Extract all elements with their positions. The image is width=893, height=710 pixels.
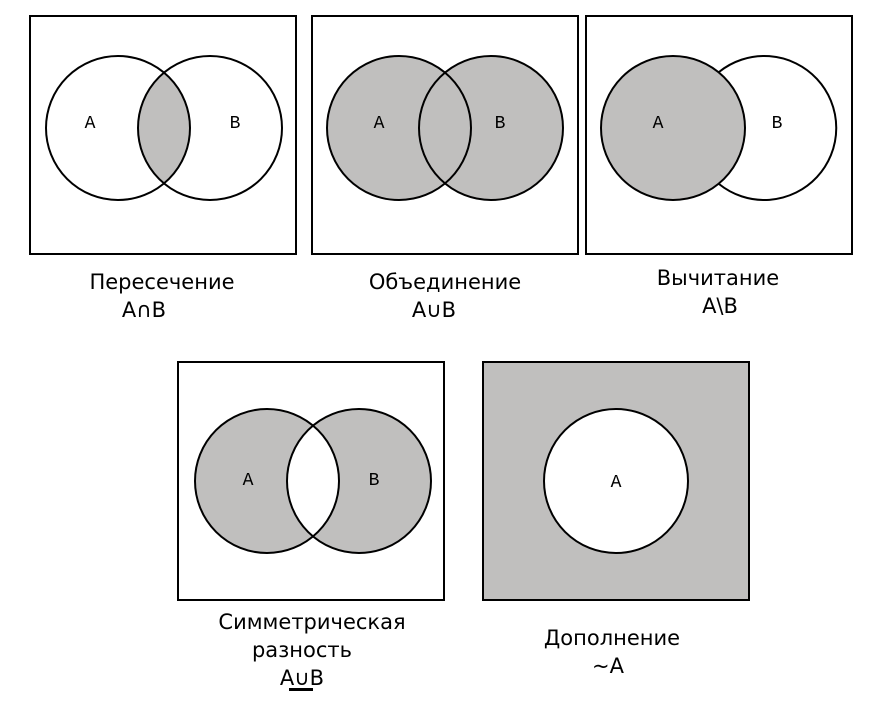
- caption-formula: A\B: [702, 294, 738, 318]
- circle-b: [137, 55, 283, 201]
- circle-a: [326, 55, 472, 201]
- circle-a: [600, 55, 746, 201]
- caption-title: Вычитание: [656, 266, 780, 290]
- caption-title: Пересечение: [89, 270, 235, 294]
- label-a: A: [243, 471, 254, 491]
- circle-a: [45, 55, 191, 201]
- diagram-difference: A B: [585, 15, 853, 255]
- circle-b: [418, 55, 564, 201]
- caption-formula: A∪B: [411, 298, 457, 322]
- region-a-intersect-b-excluded: [287, 409, 339, 553]
- diagram-symmetric-difference: A B: [177, 361, 445, 601]
- region-b: [419, 56, 563, 200]
- label-a: A: [85, 114, 96, 134]
- caption-title: Объединение: [368, 270, 522, 294]
- caption-title: Дополнение: [543, 626, 681, 650]
- caption-complement: Дополнение ~A: [505, 624, 705, 680]
- diagram-complement: A: [482, 361, 750, 601]
- circle-b: [286, 408, 432, 554]
- label-b: B: [772, 114, 783, 134]
- caption-formula: A∩B: [121, 298, 167, 322]
- label-a: A: [611, 473, 622, 493]
- circle-b-outer-arc: [718, 55, 838, 201]
- diagram-union: A B: [311, 15, 579, 255]
- label-a: A: [374, 114, 385, 134]
- caption-formula: A∪B: [279, 666, 325, 690]
- region-a-intersect-b: [138, 56, 190, 200]
- label-a: A: [653, 114, 664, 134]
- label-b: B: [230, 114, 241, 134]
- circle-a: [194, 408, 340, 554]
- diagram-intersection: A B: [29, 15, 297, 255]
- caption-title-line1: Симметрическая: [218, 610, 406, 634]
- caption-symmetric-difference: Симметрическая разность A∪B: [192, 608, 432, 692]
- label-b: B: [495, 114, 506, 134]
- circle-a: [543, 408, 689, 554]
- caption-difference: Вычитание A\B: [618, 264, 818, 320]
- caption-formula: ~A: [592, 654, 624, 678]
- caption-title-line2: разность: [251, 638, 353, 662]
- region-a: [601, 56, 745, 200]
- symmetric-difference-underline: [289, 688, 313, 691]
- caption-intersection: Пересечение A∩B: [62, 268, 262, 324]
- label-b: B: [369, 471, 380, 491]
- caption-union: Объединение A∪B: [345, 268, 545, 324]
